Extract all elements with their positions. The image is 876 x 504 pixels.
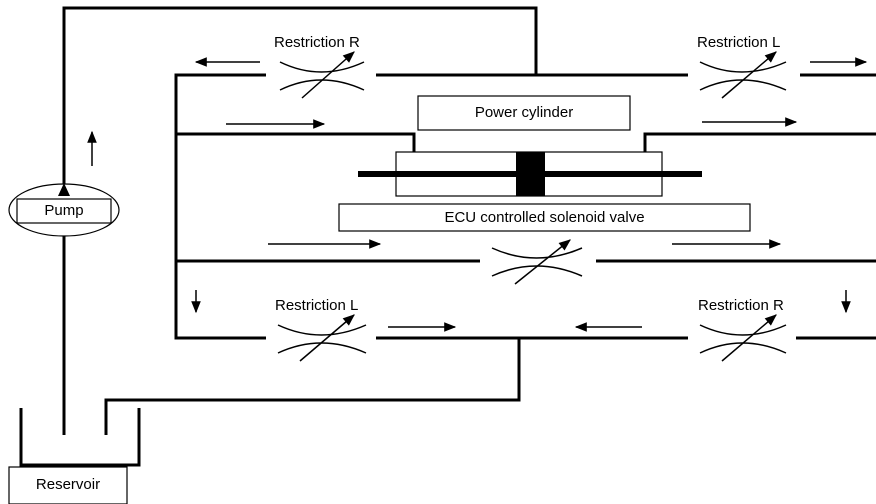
cylinder-right-feed xyxy=(643,132,876,152)
power-cylinder-label: Power cylinder xyxy=(474,104,574,121)
top-line-left xyxy=(174,73,266,134)
pump-box xyxy=(16,198,112,224)
restriction-l-top-symbol xyxy=(699,51,787,99)
reservoir-tank xyxy=(19,408,141,467)
piston xyxy=(516,152,545,196)
pump-label: Pump xyxy=(44,202,84,219)
inner-left-vertical xyxy=(174,134,266,340)
restriction-r-top-label: Restriction R xyxy=(274,34,360,51)
restriction-r-bottom-symbol xyxy=(699,314,787,362)
restriction-l-bottom-label: Restriction L xyxy=(275,297,359,314)
solenoid-valve-label: ECU controlled solenoid valve xyxy=(444,209,645,226)
restriction-r-bottom-label: Restriction R xyxy=(698,297,784,314)
restriction-l-top-label: Restriction L xyxy=(697,34,781,51)
power-cylinder-box xyxy=(417,95,631,131)
cylinder-left-feed xyxy=(176,132,416,152)
reservoir-box xyxy=(8,466,128,504)
reservoir-label: Reservoir xyxy=(35,476,101,493)
restriction-l-bottom-symbol xyxy=(277,314,367,362)
restriction-center-symbol xyxy=(491,239,583,285)
restriction-r-top-symbol xyxy=(279,51,365,99)
pump-direction-icon xyxy=(58,183,70,196)
return-line xyxy=(104,338,521,435)
solenoid-valve-box xyxy=(338,203,751,232)
